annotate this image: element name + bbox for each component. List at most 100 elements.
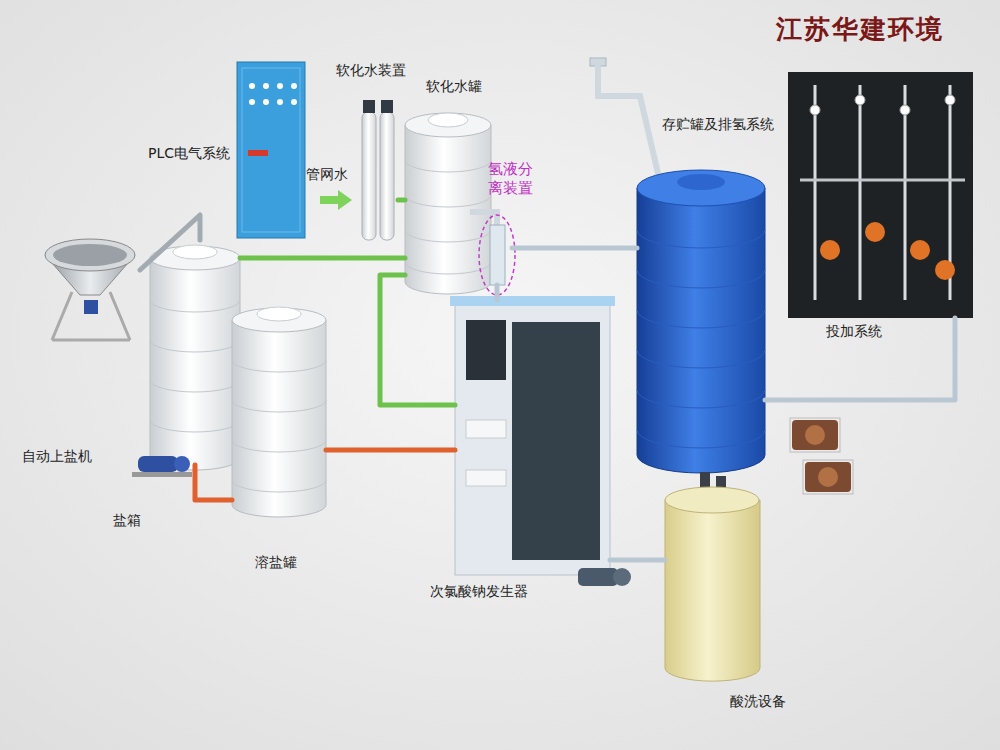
- transfer-pumps: [818, 467, 838, 487]
- plc-cabinet: [237, 62, 305, 238]
- hypochlorite-generator: [455, 300, 610, 575]
- storage-tank: [637, 170, 765, 206]
- equipment-label: 存贮罐及排氢系统: [662, 116, 774, 134]
- acid-wash-pump: [578, 568, 631, 586]
- acid-wash-tank: [665, 472, 760, 681]
- dosing-panel: [855, 95, 865, 105]
- pipe-connector: [140, 215, 200, 270]
- soft-water-tank: [405, 113, 491, 137]
- water-softener: [362, 112, 376, 240]
- plc-cabinet: [263, 99, 269, 105]
- water-softener: [363, 100, 375, 113]
- storage-tank: [677, 174, 725, 190]
- salt-pump: [132, 472, 192, 477]
- salt-pump: [174, 456, 190, 472]
- equipment-node: 酸洗设备: [665, 486, 760, 676]
- pipe-connector: [610, 558, 665, 563]
- transfer-pumps: [805, 425, 825, 445]
- tap-water-arrow: [320, 190, 352, 210]
- dosing-panel: [810, 105, 820, 115]
- pipe-connector: [398, 198, 405, 203]
- auto-salt-feeder: [84, 300, 98, 314]
- equipment-label: 软化水装置: [336, 62, 406, 80]
- salt-box-tank: [150, 258, 240, 470]
- soft-water-tank: [405, 160, 491, 274]
- equipment-label: PLC电气系统: [148, 145, 230, 163]
- storage-tank: [637, 170, 765, 473]
- acid-wash-pump: [578, 568, 618, 586]
- equipment-label: 盐箱: [113, 512, 141, 530]
- auto-salt-feeder: [53, 244, 127, 266]
- equipment-node: 氢液分离装置: [482, 225, 512, 285]
- equipment-label: 酸洗设备: [730, 693, 786, 711]
- hypochlorite-generator: [466, 420, 506, 438]
- hypochlorite-generator: [450, 296, 615, 575]
- equipment-node: 软化水罐: [405, 105, 491, 290]
- equipment-label: 投加系统: [826, 323, 882, 341]
- dosing-panel: [788, 72, 973, 318]
- vent-pipe: [598, 64, 660, 182]
- vent-pipe: [590, 58, 660, 182]
- salt-box-tank: [173, 245, 217, 259]
- equipment-label: 软化水罐: [426, 78, 482, 96]
- equipment-label: 自动上盐机: [22, 448, 92, 466]
- transfer-pumps: [805, 462, 851, 492]
- acid-wash-tank: [665, 487, 759, 513]
- acid-wash-tank: [665, 500, 760, 681]
- dosing-panel: [800, 179, 965, 182]
- equipment-node: PLC电气系统: [237, 62, 305, 238]
- plc-cabinet: [249, 99, 255, 105]
- dosing-panel: [910, 240, 930, 260]
- transfer-pumps: [803, 460, 853, 494]
- tap-water-arrow: [320, 190, 352, 210]
- dosing-panel: [820, 240, 840, 260]
- salt-box-tank: [150, 245, 240, 470]
- equipment-node: 存贮罐及排氢系统: [637, 165, 765, 465]
- hypochlorite-generator: [512, 322, 600, 560]
- pipe-connector: [495, 285, 500, 300]
- equipment-node: 盐箱: [150, 240, 240, 465]
- brine-tank: [232, 307, 326, 517]
- equipment-node: 自动上盐机: [40, 225, 140, 345]
- transfer-pumps: [790, 418, 840, 452]
- plc-cabinet: [237, 62, 305, 238]
- equipment-node: 投加系统: [788, 72, 973, 318]
- transfer-pumps: [792, 420, 838, 450]
- plc-cabinet: [291, 83, 297, 89]
- pipe-connector: [326, 448, 455, 453]
- storage-tank: [637, 230, 765, 448]
- dosing-panel: [788, 72, 973, 318]
- equipment-label: 氢液分离装置: [488, 160, 533, 198]
- pipe-connector: [380, 275, 455, 405]
- salt-pump: [138, 456, 178, 472]
- hypochlorite-generator: [466, 320, 506, 380]
- dosing-panel: [815, 85, 950, 300]
- equipment-node: 次氯酸钠发生器: [455, 300, 610, 575]
- pipe-connector: [240, 256, 405, 261]
- plc-cabinet: [277, 99, 283, 105]
- water-softener: [381, 100, 393, 113]
- plc-cabinet: [277, 83, 283, 89]
- soft-water-tank: [428, 113, 468, 127]
- plc-cabinet: [249, 83, 255, 89]
- equipment-node: 软化水装置: [358, 100, 398, 245]
- hypochlorite-generator: [450, 296, 615, 306]
- pipe-connector: [195, 465, 232, 500]
- auto-salt-feeder: [45, 239, 135, 271]
- plc-cabinet: [263, 83, 269, 89]
- auto-salt-feeder: [45, 239, 135, 340]
- soft-water-tank: [405, 113, 491, 294]
- pipe-connector: [512, 246, 637, 251]
- hydrogen-separator: [490, 225, 505, 285]
- pipe-connector: [765, 318, 955, 400]
- plc-cabinet: [248, 150, 268, 156]
- acid-wash-pump: [613, 568, 631, 586]
- water-softener: [380, 112, 394, 240]
- dosing-panel: [865, 222, 885, 242]
- salt-pump: [132, 456, 192, 477]
- equipment-label: 溶盐罐: [255, 554, 297, 572]
